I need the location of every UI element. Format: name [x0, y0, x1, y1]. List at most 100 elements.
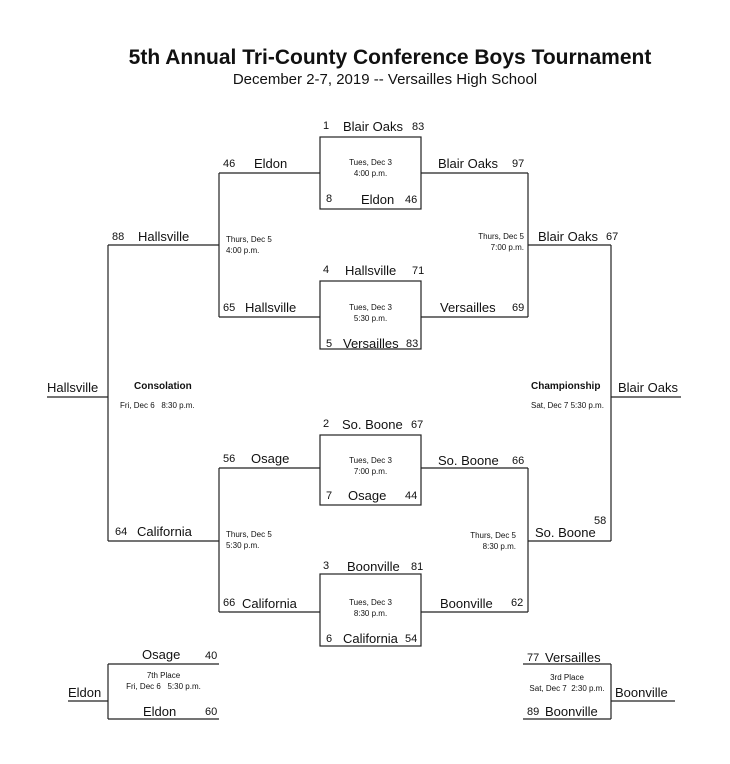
game-time: 4:00 p.m. — [226, 246, 260, 255]
game-info: 3rd Place Sat, Dec 7 2:30 p.m. — [523, 672, 611, 694]
game-date: Thurs, Dec 5 — [470, 531, 516, 540]
3rd-place-winner: Boonville — [615, 685, 668, 700]
seed: 2 — [323, 418, 330, 430]
team-score: 81 — [411, 561, 424, 573]
seed: 7 — [326, 490, 333, 502]
team-score: 97 — [512, 158, 525, 170]
team-name: Hallsville — [345, 263, 397, 278]
team-score: 69 — [512, 302, 525, 314]
game-time: 2:30 p.m. — [571, 684, 605, 693]
team-name: So. Boone — [342, 417, 403, 432]
game-info: Thurs, Dec 5 5:30 p.m. — [226, 529, 272, 551]
team-score: 54 — [405, 633, 418, 645]
team-name: Boonville — [545, 704, 598, 719]
game-time: 7:00 p.m. — [490, 243, 524, 252]
game-info: Tues, Dec 3 7:00 p.m. — [320, 455, 421, 477]
game-box-2v7 — [319, 434, 422, 506]
team-score: 88 — [112, 231, 125, 243]
game-date: Thurs, Dec 5 — [478, 232, 524, 241]
page-title: 5th Annual Tri-County Conference Boys To… — [128, 46, 652, 69]
team-score: 58 — [594, 515, 607, 527]
game-date: Sat, Dec 7 — [529, 684, 567, 693]
consolation-label: Consolation — [134, 381, 192, 392]
team-score: 83 — [412, 121, 425, 133]
team-score: 62 — [511, 597, 524, 609]
team-score: 60 — [205, 706, 218, 718]
team-score: 71 — [412, 265, 425, 277]
game-date: Tues, Dec 3 — [349, 456, 392, 465]
bracket-win-semi-2 — [421, 467, 529, 613]
game-info: Tues, Dec 3 5:30 p.m. — [320, 302, 421, 324]
game-date: Tues, Dec 3 — [349, 158, 392, 167]
seed: 3 — [323, 560, 330, 572]
team-name: California — [343, 631, 398, 646]
team-name: Eldon — [143, 704, 177, 719]
game-time: 8:30 p.m. — [482, 542, 516, 551]
game-time: 5:30 p.m. — [226, 541, 260, 550]
game-info: Tues, Dec 3 8:30 p.m. — [320, 597, 421, 619]
seed: 5 — [326, 338, 333, 350]
game-time: 7:00 p.m. — [353, 467, 388, 476]
team-name: Blair Oaks — [538, 229, 598, 244]
game-box-4v5 — [319, 280, 422, 350]
team-score: 67 — [411, 419, 424, 431]
team-name: California — [242, 596, 297, 611]
seed: 4 — [323, 264, 330, 276]
game-info: Sat, Dec 7 5:30 p.m. — [531, 400, 604, 411]
3rd-place-label: 3rd Place — [550, 673, 584, 682]
game-date: Thurs, Dec 5 — [226, 530, 272, 539]
team-name: Osage — [142, 647, 181, 662]
game-date: Tues, Dec 3 — [349, 303, 392, 312]
team-name: Versailles — [545, 650, 601, 665]
game-box-3v6 — [319, 573, 422, 647]
bracket-3rd-place — [523, 663, 612, 720]
seed: 6 — [326, 633, 333, 645]
team-score: 77 — [527, 652, 540, 664]
team-score: 66 — [512, 455, 525, 467]
game-date: Thurs, Dec 5 — [226, 235, 272, 244]
game-info: Fri, Dec 6 8:30 p.m. — [120, 400, 195, 411]
team-score: 46 — [223, 158, 236, 170]
team-name: Eldon — [361, 192, 395, 207]
team-score: 67 — [606, 231, 619, 243]
game-time: 5:30 p.m. — [167, 682, 201, 691]
team-name: So. Boone — [535, 525, 596, 540]
team-name: Osage — [251, 451, 290, 466]
game-date: Fri, Dec 6 — [120, 401, 155, 410]
team-name: Osage — [348, 488, 387, 503]
team-score: 44 — [405, 490, 418, 502]
page-subtitle: December 2-7, 2019 -- Versailles High Sc… — [232, 71, 538, 88]
game-info: 7th Place Fri, Dec 6 5:30 p.m. — [108, 670, 219, 692]
game-info: Tues, Dec 3 4:00 p.m. — [320, 157, 421, 179]
game-time: 5:30 p.m. — [570, 401, 604, 410]
bracket-championship — [528, 244, 612, 542]
bracket-cons-semi-2 — [218, 467, 320, 613]
game-date: Sat, Dec 7 — [531, 401, 569, 410]
team-score: 40 — [205, 650, 218, 662]
game-time: 8:30 p.m. — [353, 609, 388, 618]
game-time: 4:00 p.m. — [353, 169, 388, 178]
team-score: 89 — [527, 706, 540, 718]
team-score: 66 — [223, 597, 236, 609]
team-name: So. Boone — [438, 453, 499, 468]
team-name: California — [137, 524, 192, 539]
team-score: 56 — [223, 453, 236, 465]
game-time: 5:30 p.m. — [353, 314, 388, 323]
team-name: Eldon — [254, 156, 288, 171]
team-name: Boonville — [440, 596, 493, 611]
team-name: Versailles — [440, 300, 496, 315]
7th-place-label: 7th Place — [146, 671, 181, 680]
team-name: Blair Oaks — [343, 119, 403, 134]
team-name: Boonville — [347, 559, 400, 574]
game-time: 8:30 p.m. — [161, 401, 195, 410]
seed: 8 — [326, 193, 333, 205]
champion: Blair Oaks — [618, 380, 678, 395]
team-name: Versailles — [343, 336, 399, 351]
bracket-consolation — [107, 244, 219, 542]
game-date: Fri, Dec 6 — [126, 682, 161, 691]
game-info: Thurs, Dec 5 7:00 p.m. — [476, 231, 524, 253]
team-name: Blair Oaks — [438, 156, 498, 171]
team-name: Hallsville — [138, 229, 190, 244]
